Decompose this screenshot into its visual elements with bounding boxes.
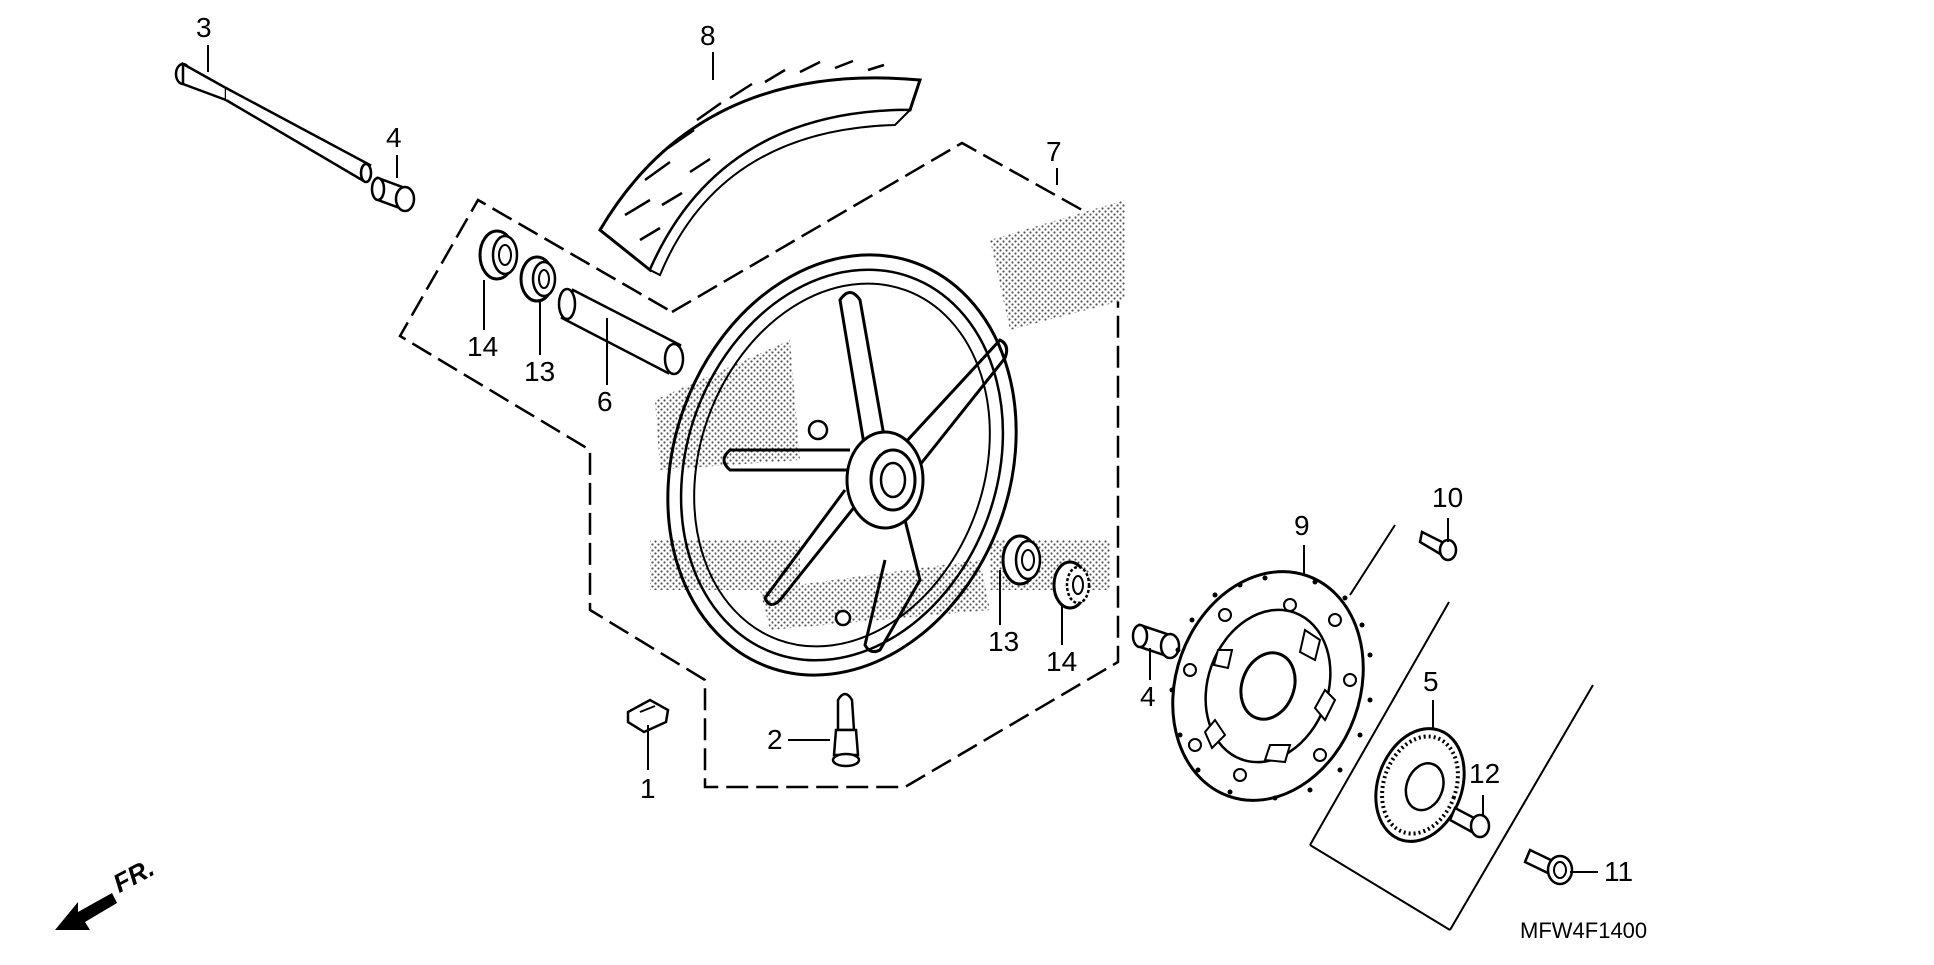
bolt-icon — [1523, 848, 1574, 886]
part-label-cushion: 1 — [640, 773, 656, 804]
part-label-brake-disc: 9 — [1294, 510, 1310, 541]
part-label-bearing-left: 14 — [467, 331, 499, 362]
wheel-rim-icon — [666, 253, 1018, 677]
diagram-code: MFW4F1400 — [1520, 918, 1648, 943]
part-label-bolt-11: 11 — [1604, 856, 1634, 887]
dust-seal-icon — [1001, 534, 1042, 586]
wheel-shading — [650, 200, 1125, 630]
bracket-lines — [1309, 524, 1594, 931]
brake-disc-icon — [1169, 570, 1373, 802]
bolt-icon — [1418, 530, 1458, 562]
part-label-collar-right: 4 — [1140, 681, 1156, 712]
part-label-tire: 8 — [700, 20, 716, 51]
part-label-collar-left: 4 — [386, 122, 402, 153]
cushion-icon — [626, 698, 670, 734]
part-label-distance-collar: 6 — [597, 386, 613, 417]
valve-icon — [831, 692, 861, 768]
tire-icon — [598, 59, 923, 277]
collar-icon — [1131, 623, 1181, 660]
dust-seal-icon — [519, 255, 557, 303]
part-label-wheel-rim: 7 — [1046, 136, 1062, 167]
part-label-axle: 3 — [196, 12, 212, 43]
part-label-dust-seal-right: 13 — [988, 626, 1020, 657]
part-label-dust-seal-left: 13 — [524, 356, 556, 387]
part-label-valve: 2 — [767, 724, 783, 755]
bearing-icon — [1052, 560, 1091, 610]
bearing-icon — [478, 229, 519, 281]
part-label-pulser-ring: 5 — [1423, 666, 1439, 697]
leader-lines — [207, 45, 1598, 873]
part-label-bolt-12: 12 — [1469, 758, 1501, 789]
bolt-icon — [1448, 806, 1491, 839]
distance-collar-icon — [557, 287, 685, 376]
collar-icon — [370, 176, 416, 213]
pulser-ring-icon — [1374, 727, 1466, 843]
front-arrow-icon — [55, 893, 117, 930]
part-label-bearing-right: 14 — [1046, 646, 1078, 677]
part-label-bolt-10: 10 — [1432, 482, 1464, 513]
axle-icon — [174, 61, 373, 184]
